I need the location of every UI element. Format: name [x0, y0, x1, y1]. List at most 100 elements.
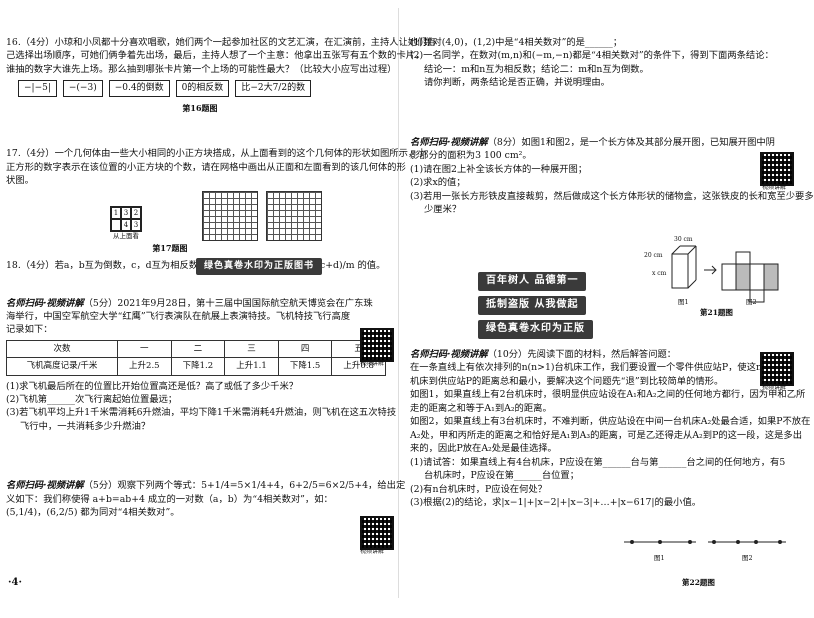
number-line-figures [624, 540, 786, 544]
q22-fig1-label: 图1 [654, 554, 665, 562]
q19-qr-code[interactable] [360, 328, 394, 362]
top-view-cell [111, 218, 121, 232]
q20-line2: 义如下：我们称使得 a+b=ab+4 成立的一对数（a，b）为“4相关数对”，如… [6, 493, 333, 505]
q19-line1: （5分）2021年9月28日，第十三届中国国际航空航天博览会在广东珠 [83, 297, 373, 309]
q21-part3b: 少厘米？ [424, 204, 462, 216]
q20-part2-conclusions: 结论一：m和n互为相反数；结论二：m和n互为倒数。 [424, 63, 649, 75]
q22-part3: (3)根据(2)的结论，求|x−1|+|x−2|+|x−3|+…+|x−617|… [410, 497, 702, 509]
q20-part1: (1)数对(4,0)，(1,2)中是“4相关数对”的是______； [410, 37, 623, 48]
watermark-band-4: 绿色真卷水印为正版 [478, 320, 593, 339]
q18-line1: 18.（4分）若a，b互为倒数，c，d互为相反数，m的绝对值是3，求 m² + … [6, 260, 386, 272]
q22-part2: (2)有n台机床时，P应设在何处？ [410, 483, 547, 495]
table-header-cell: 四 [277, 339, 333, 359]
table-cell: 飞机高度记录/千米 [6, 357, 118, 376]
fig2-label: 图2 [746, 298, 757, 306]
q20-qr-label: 视频讲解 [360, 548, 385, 555]
q21-caption: 第21题图 [700, 308, 733, 317]
q22-qr-label: 视频讲解 [762, 384, 787, 391]
question-19-parts: (1)求飞机最后所在的位置比开始位置高还是低？高了或低了多少千米？ (2)飞机第… [6, 380, 397, 434]
q22-line1: （10分）先阅读下面的材料，然后解答问题： [487, 349, 677, 360]
cuboid-figure [671, 245, 697, 289]
fig1-label: 图1 [678, 298, 689, 306]
q22-fig2-label: 图2 [742, 554, 753, 562]
q19-qr-label: 视频讲解 [360, 360, 385, 367]
watermark-band-3: 抵制盗版 从我做起 [478, 296, 587, 315]
top-view-cell: 3 [121, 206, 131, 219]
q16-line1: 16.（4分）小琼和小凤都十分喜欢唱歌，她们两个一起参加社区的文艺汇演，在汇演前… [6, 37, 436, 48]
q22-line2: 在一条直线上有依次排列的n(n>1)台机床工作，我们要设置一个零件供应站P，使这… [410, 362, 772, 374]
card-4: 0的相反数 [175, 80, 230, 98]
card-5: 比−2大7/2的数 [235, 80, 312, 98]
page-fold [398, 8, 399, 598]
question-16: 16.（4分）小琼和小凤都十分喜欢唱歌，她们两个一起参加社区的文艺汇演，在汇演前… [6, 36, 436, 115]
q21-part2: (2)求x的值； [410, 177, 466, 189]
top-view-cell: 2 [131, 206, 141, 219]
q22-line7: A₂处，甲和丙所走的距离之和恰好是A₁到A₃的距离，可是乙还得走从A₂到P的这一… [410, 429, 803, 441]
q22-caption: 第22题图 [682, 578, 715, 587]
figure-2-line [708, 540, 786, 544]
q22-qr-code[interactable] [760, 352, 794, 386]
q16-caption: 第16题图 [182, 103, 218, 114]
cuboid-and-net [671, 245, 779, 303]
top-view-label: 从上面看 [113, 232, 139, 241]
table-row: 次数 一 二 三 四 五 [6, 339, 386, 359]
flight-record-table: 次数 一 二 三 四 五 飞机高度记录/千米 上升2.5 下降1.2 上升1.1… [6, 339, 386, 376]
q20-part2: (2)一名同学，在数对(m,n)和(−m,−n)都是“4相关数对”的条件下，得到… [410, 50, 774, 62]
q16-cards: −|−5| −(−3) −0.4的倒数 0的相反数 比−2大7/2的数 [18, 80, 394, 98]
table-cell: 上升2.5 [117, 357, 172, 376]
table-cell: 下降1.2 [170, 357, 226, 376]
q21-qr-code[interactable] [760, 152, 794, 186]
q17-line3: 状图。 [6, 174, 34, 186]
q21-part3: (3)若用一张长方形铁皮直接裁剪，然后做成这个长方体形状的储物盒，这张铁皮的长和… [410, 190, 814, 202]
arrow-icon [704, 265, 717, 275]
q17-figures: 1 3 2 4 3 从上面看 [110, 191, 394, 242]
q19-part1: (1)求飞机最后所在的位置比开始位置高还是低？高了或低了多少千米？ [6, 380, 299, 392]
q20-qr-code[interactable] [360, 516, 394, 550]
card-2: −(−3) [62, 80, 103, 98]
top-view-cell: 1 [111, 206, 121, 219]
q22-line5: 走的距离之和等于A₁到A₂的距离。 [410, 402, 552, 414]
table-header-cell: 二 [170, 339, 226, 359]
table-header-cell: 次数 [6, 339, 118, 359]
q19-line2: 海举行，中国空军航空大学“红鹰”飞行表演队在航展上表演特技。飞机特技飞行高度 [6, 310, 351, 322]
question-18: 18.（4分）若a，b互为倒数，c，d互为相反数，m的绝对值是3，求 m² + … [6, 259, 394, 272]
q22-line6: 如图2，如果直线上有3台机床时，不难判断，供应站设在中间一台机床A₂处最合适，如… [410, 416, 811, 428]
q21-line2: 影部分的面积为3 100 cm²。 [410, 150, 532, 162]
q19-part3b: 飞行中，一共消耗多少升燃油？ [20, 420, 151, 432]
table-cell: 上升1.1 [224, 357, 279, 376]
q17-line1: 17.（4分）一个几何体由一些大小相同的小正方块搭成，从上面看到的这个几何体的形… [6, 148, 427, 160]
q21-figures: 30 cm 20 cm x cm 图1 图2 [644, 236, 790, 320]
top-view-cell: 3 [131, 218, 141, 232]
question-17: 17.（4分）一个几何体由一些大小相同的小正方块搭成，从上面看到的这个几何体的形… [6, 147, 427, 255]
q16-line3: 谁抽的数字大谁先上场。那么抽到哪张卡片第一个上场的可能性最大？（比较大小应写出过… [6, 63, 397, 75]
question-21: 名师扫码·视频讲解（8分）如图1和图2，是一个长方体及其部分展开图，已知展开图中… [410, 136, 814, 217]
q20-line3: (5,1/4)，(6,2/5) 都为同对“4相关数对”。 [6, 507, 180, 519]
question-20-continued: (1)数对(4,0)，(1,2)中是“4相关数对”的是______； (2)一名… [410, 36, 796, 90]
q21-tag: 名师扫码·视频讲解 [410, 136, 488, 148]
dim-x-label: x cm [652, 270, 667, 277]
net-figure [721, 251, 779, 303]
q17-caption: 第17题图 [152, 243, 188, 254]
question-20: 名师扫码·视频讲解（5分）观察下列两个等式：5+1/4=5×1/4+4，6+2/… [6, 479, 405, 519]
dim-top-label: 30 cm [674, 236, 693, 243]
q22-figures: 图1 图2 [620, 528, 790, 572]
left-view-grid[interactable] [266, 191, 322, 242]
q19-part3: (3)若飞机平均上升1千米需消耗6升燃油，平均下降1千米需消耗4升燃油，则飞机在… [6, 407, 397, 419]
q22-line3: 机床到供应站P的距离总和最小，要解决这个问题先“退”到比较简单的情形。 [410, 375, 724, 387]
card-1: −|−5| [18, 80, 57, 98]
top-view-cell: 4 [121, 218, 131, 232]
q20-part2-ask: 请你判断，两条结论是否正确，并说明理由。 [424, 77, 610, 89]
front-view-grid[interactable] [202, 191, 258, 242]
dim-left-label: 20 cm [644, 252, 663, 259]
q21-line1: （8分）如图1和图2，是一个长方体及其部分展开图，已知展开图中阴 [487, 136, 775, 148]
watermark-band-1: 绿色真卷水印为正版图书 [196, 258, 323, 276]
q21-part1: (1)请在图2上补全该长方体的一种展开图； [410, 163, 588, 175]
q22-part1: (1)请试答：如果直线上有4台机床，P应设在第______台与第______台之… [410, 456, 786, 468]
q22-line8: 来的，因此P放在A₂处是最佳选择。 [410, 443, 557, 455]
question-19: 名师扫码·视频讲解（5分）2021年9月28日，第十三届中国国际航空航天博览会在… [6, 297, 373, 337]
q16-line2: 己选择出场顺序，可她们俩争着先出场，最后，主持人想了一个主意：他拿出五张写有五个… [6, 50, 425, 62]
q20-line1: （5分）观察下列两个等式：5+1/4=5×1/4+4，6+2/5=6×2/5+4… [83, 480, 406, 492]
left-column: 16.（4分）小琼和小凤都十分喜欢唱歌，她们两个一起参加社区的文艺汇演，在汇演前… [6, 36, 436, 522]
q19-line3: 记录如下： [6, 324, 53, 336]
card-3: −0.4的倒数 [108, 80, 170, 98]
